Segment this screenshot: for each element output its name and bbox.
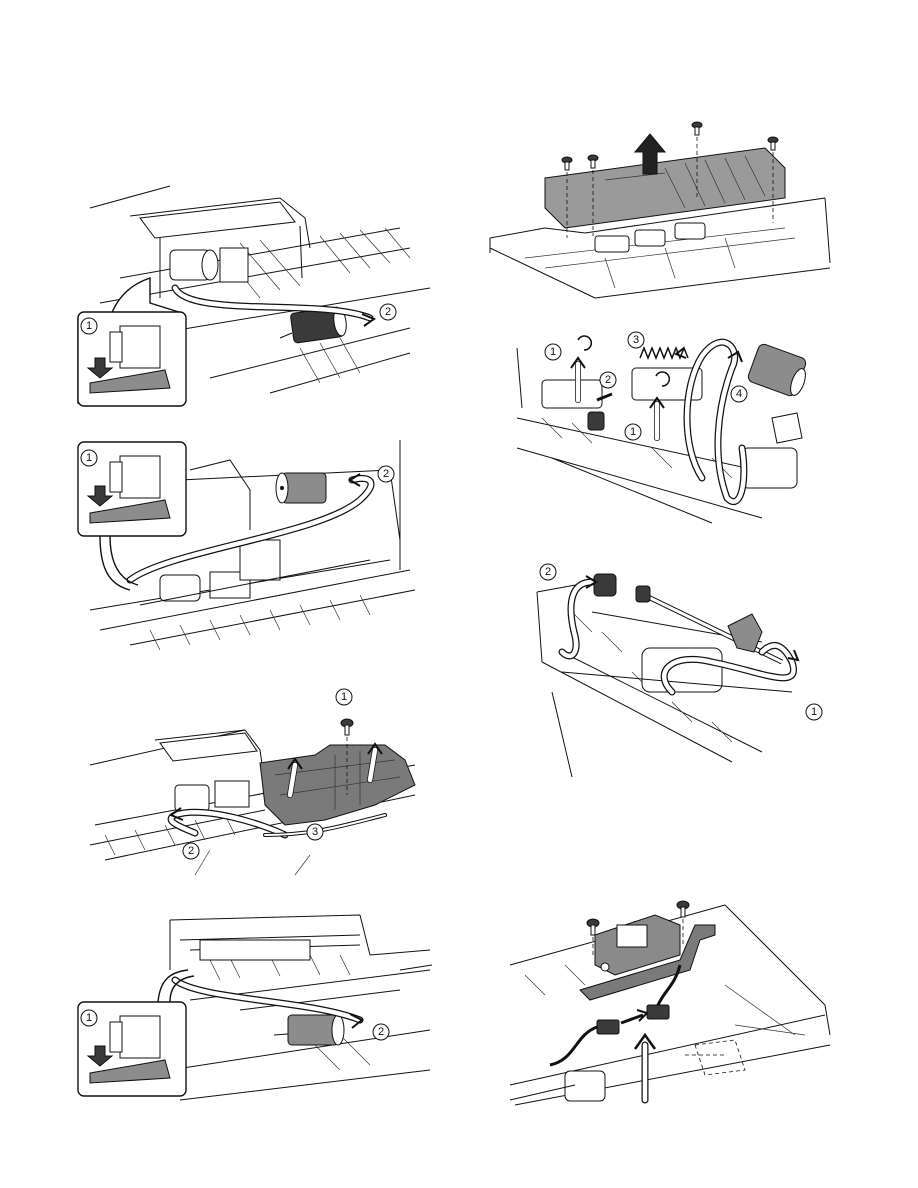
- callout-label: 2: [378, 1026, 384, 1038]
- callout-label: 2: [385, 306, 391, 318]
- figure-right-1: [485, 118, 830, 300]
- callout-label: 1: [86, 320, 92, 332]
- callout-label: 2: [545, 566, 551, 578]
- figure-left-3: 1 2 3: [85, 685, 425, 885]
- figure-left-4: 1 2: [70, 910, 435, 1105]
- callout-label: 2: [605, 374, 611, 386]
- callout-label: 2: [188, 845, 194, 857]
- screw-icon: [341, 719, 353, 735]
- solenoid-icon: [580, 915, 715, 1000]
- figure-right-4: [505, 895, 835, 1117]
- figure-left-1: 1 2: [70, 178, 430, 408]
- callout-label: 2: [383, 468, 389, 480]
- roller-icon: [594, 574, 616, 596]
- callout-label: 1: [341, 691, 347, 703]
- callout-label: 3: [312, 826, 318, 838]
- figure-right-2: 1 2 3 1 4: [512, 328, 817, 528]
- callout-label: 1: [86, 452, 92, 464]
- figure-left-2: 1 2: [70, 440, 430, 655]
- callout-label: 1: [630, 426, 636, 438]
- callout-label: 1: [86, 1012, 92, 1024]
- callout-label: 3: [633, 334, 639, 346]
- callout-label: 1: [811, 706, 817, 718]
- roller-icon: [274, 1015, 344, 1045]
- roller-icon: [276, 473, 326, 503]
- figure-right-3: 2 1: [532, 552, 832, 777]
- callout-label: 4: [736, 388, 742, 400]
- roller-icon: [747, 343, 809, 398]
- callout-label: 1: [550, 346, 556, 358]
